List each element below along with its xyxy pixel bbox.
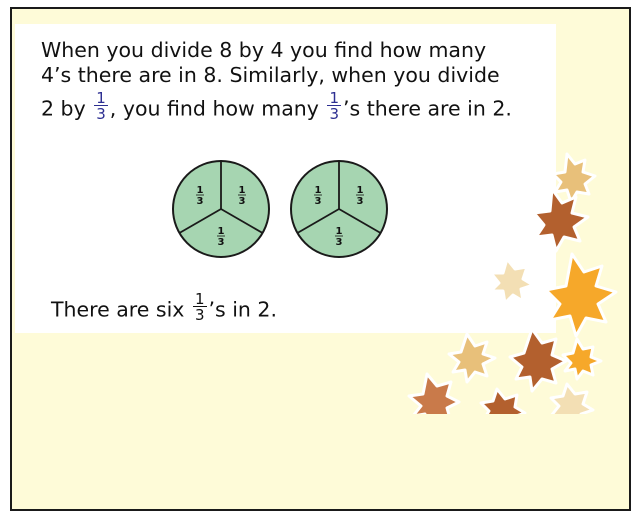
piece-label-num: 1	[218, 226, 225, 237]
piece-label-den: 3	[197, 196, 204, 207]
answer-text-after: ’s in 2.	[208, 297, 277, 322]
fraction-numerator: 1	[192, 290, 207, 308]
fraction-numerator: 1	[327, 89, 341, 107]
answer-text-before: There are six	[51, 297, 185, 322]
piece-label-num: 1	[357, 185, 364, 196]
text-panel: When you divide 8 by 4 you find how many…	[15, 24, 556, 333]
fraction-denominator: 3	[329, 105, 339, 123]
line3-text-a: 2 by	[41, 96, 86, 121]
piece-label-num: 1	[239, 185, 246, 196]
slide: When you divide 8 by 4 you find how many…	[10, 7, 631, 511]
piece-label-num: 1	[197, 185, 204, 196]
thirds-circle-2: 1 3 1 3 1 3	[290, 160, 388, 258]
piece-label-den: 3	[315, 196, 322, 207]
fraction-denominator: 3	[194, 306, 205, 324]
fraction-denominator: 3	[96, 105, 106, 123]
paragraph-line-1: When you divide 8 by 4 you find how many	[41, 38, 487, 62]
piece-label-num: 1	[336, 226, 343, 237]
piece-label-den: 3	[239, 196, 246, 207]
fraction-numerator: 1	[94, 89, 108, 107]
autumn-leaves-icon	[407, 152, 618, 414]
line3-text-c: ’s there are in 2.	[343, 96, 512, 121]
piece-label-den: 3	[357, 196, 364, 207]
explanation-paragraph: When you divide 8 by 4 you find how many…	[41, 38, 551, 125]
piece-label-den: 3	[218, 237, 225, 248]
paragraph-line-2: 4’s there are in 8. Similarly, when you …	[41, 63, 500, 87]
piece-label-num: 1	[315, 185, 322, 196]
thirds-circle-1: 1 3 1 3 1 3	[172, 160, 270, 258]
piece-label-den: 3	[336, 237, 343, 248]
line3-text-b: , you find how many	[109, 96, 319, 121]
